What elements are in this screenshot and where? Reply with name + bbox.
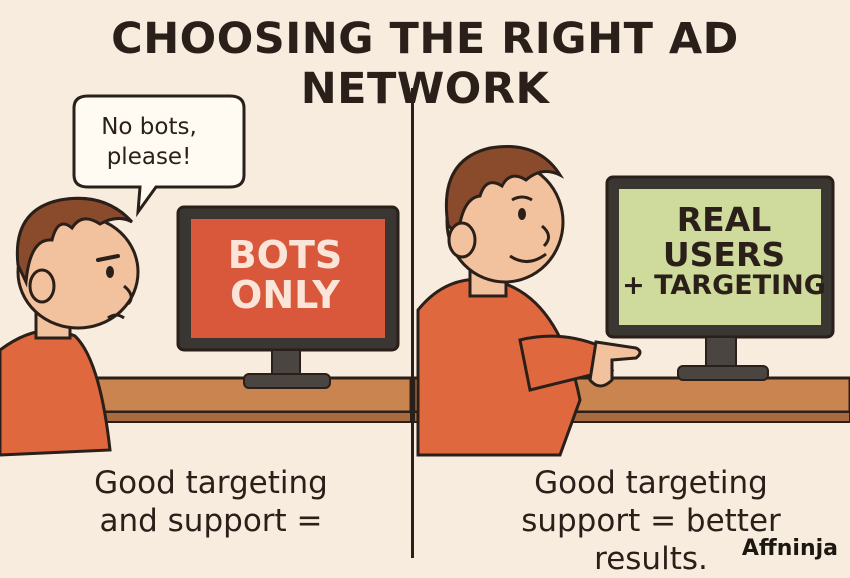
right-screen-line-2: USERS: [662, 234, 786, 274]
panel-divider: [411, 88, 414, 558]
frustrated-user: [0, 196, 140, 457]
right-caption-line-1: Good targeting: [534, 465, 768, 501]
left-caption-line-1: Good targeting: [94, 465, 328, 501]
right-monitor-screen: [619, 189, 821, 325]
bubble-line-2: please!: [106, 144, 192, 170]
right-screen-line-3: + TARGETING: [622, 270, 826, 302]
right-caption: Good targeting support = better results.: [466, 464, 836, 578]
speech-bubble-text: No bots, please!: [86, 112, 212, 172]
left-screen-line-1: BOTS: [227, 233, 343, 277]
page-title: CHOOSING THE RIGHT AD NETWORK: [111, 14, 739, 114]
right-monitor: [605, 175, 835, 381]
speech-bubble: [72, 94, 246, 218]
left-caption: Good targeting and support =: [86, 464, 336, 540]
right-screen-text: REAL USERS + TARGETING: [618, 200, 830, 302]
left-monitor-screen: [191, 219, 385, 338]
right-screen-line-1: REAL: [676, 200, 772, 239]
left-screen-text: BOTS ONLY: [190, 233, 380, 317]
bubble-line-1: No bots,: [101, 114, 197, 140]
left-monitor: [176, 205, 400, 389]
left-caption-line-2: and support =: [99, 503, 323, 539]
left-screen-line-2: ONLY: [230, 272, 340, 317]
happy-user: [416, 145, 642, 457]
brand-watermark: Affninja: [741, 536, 838, 561]
